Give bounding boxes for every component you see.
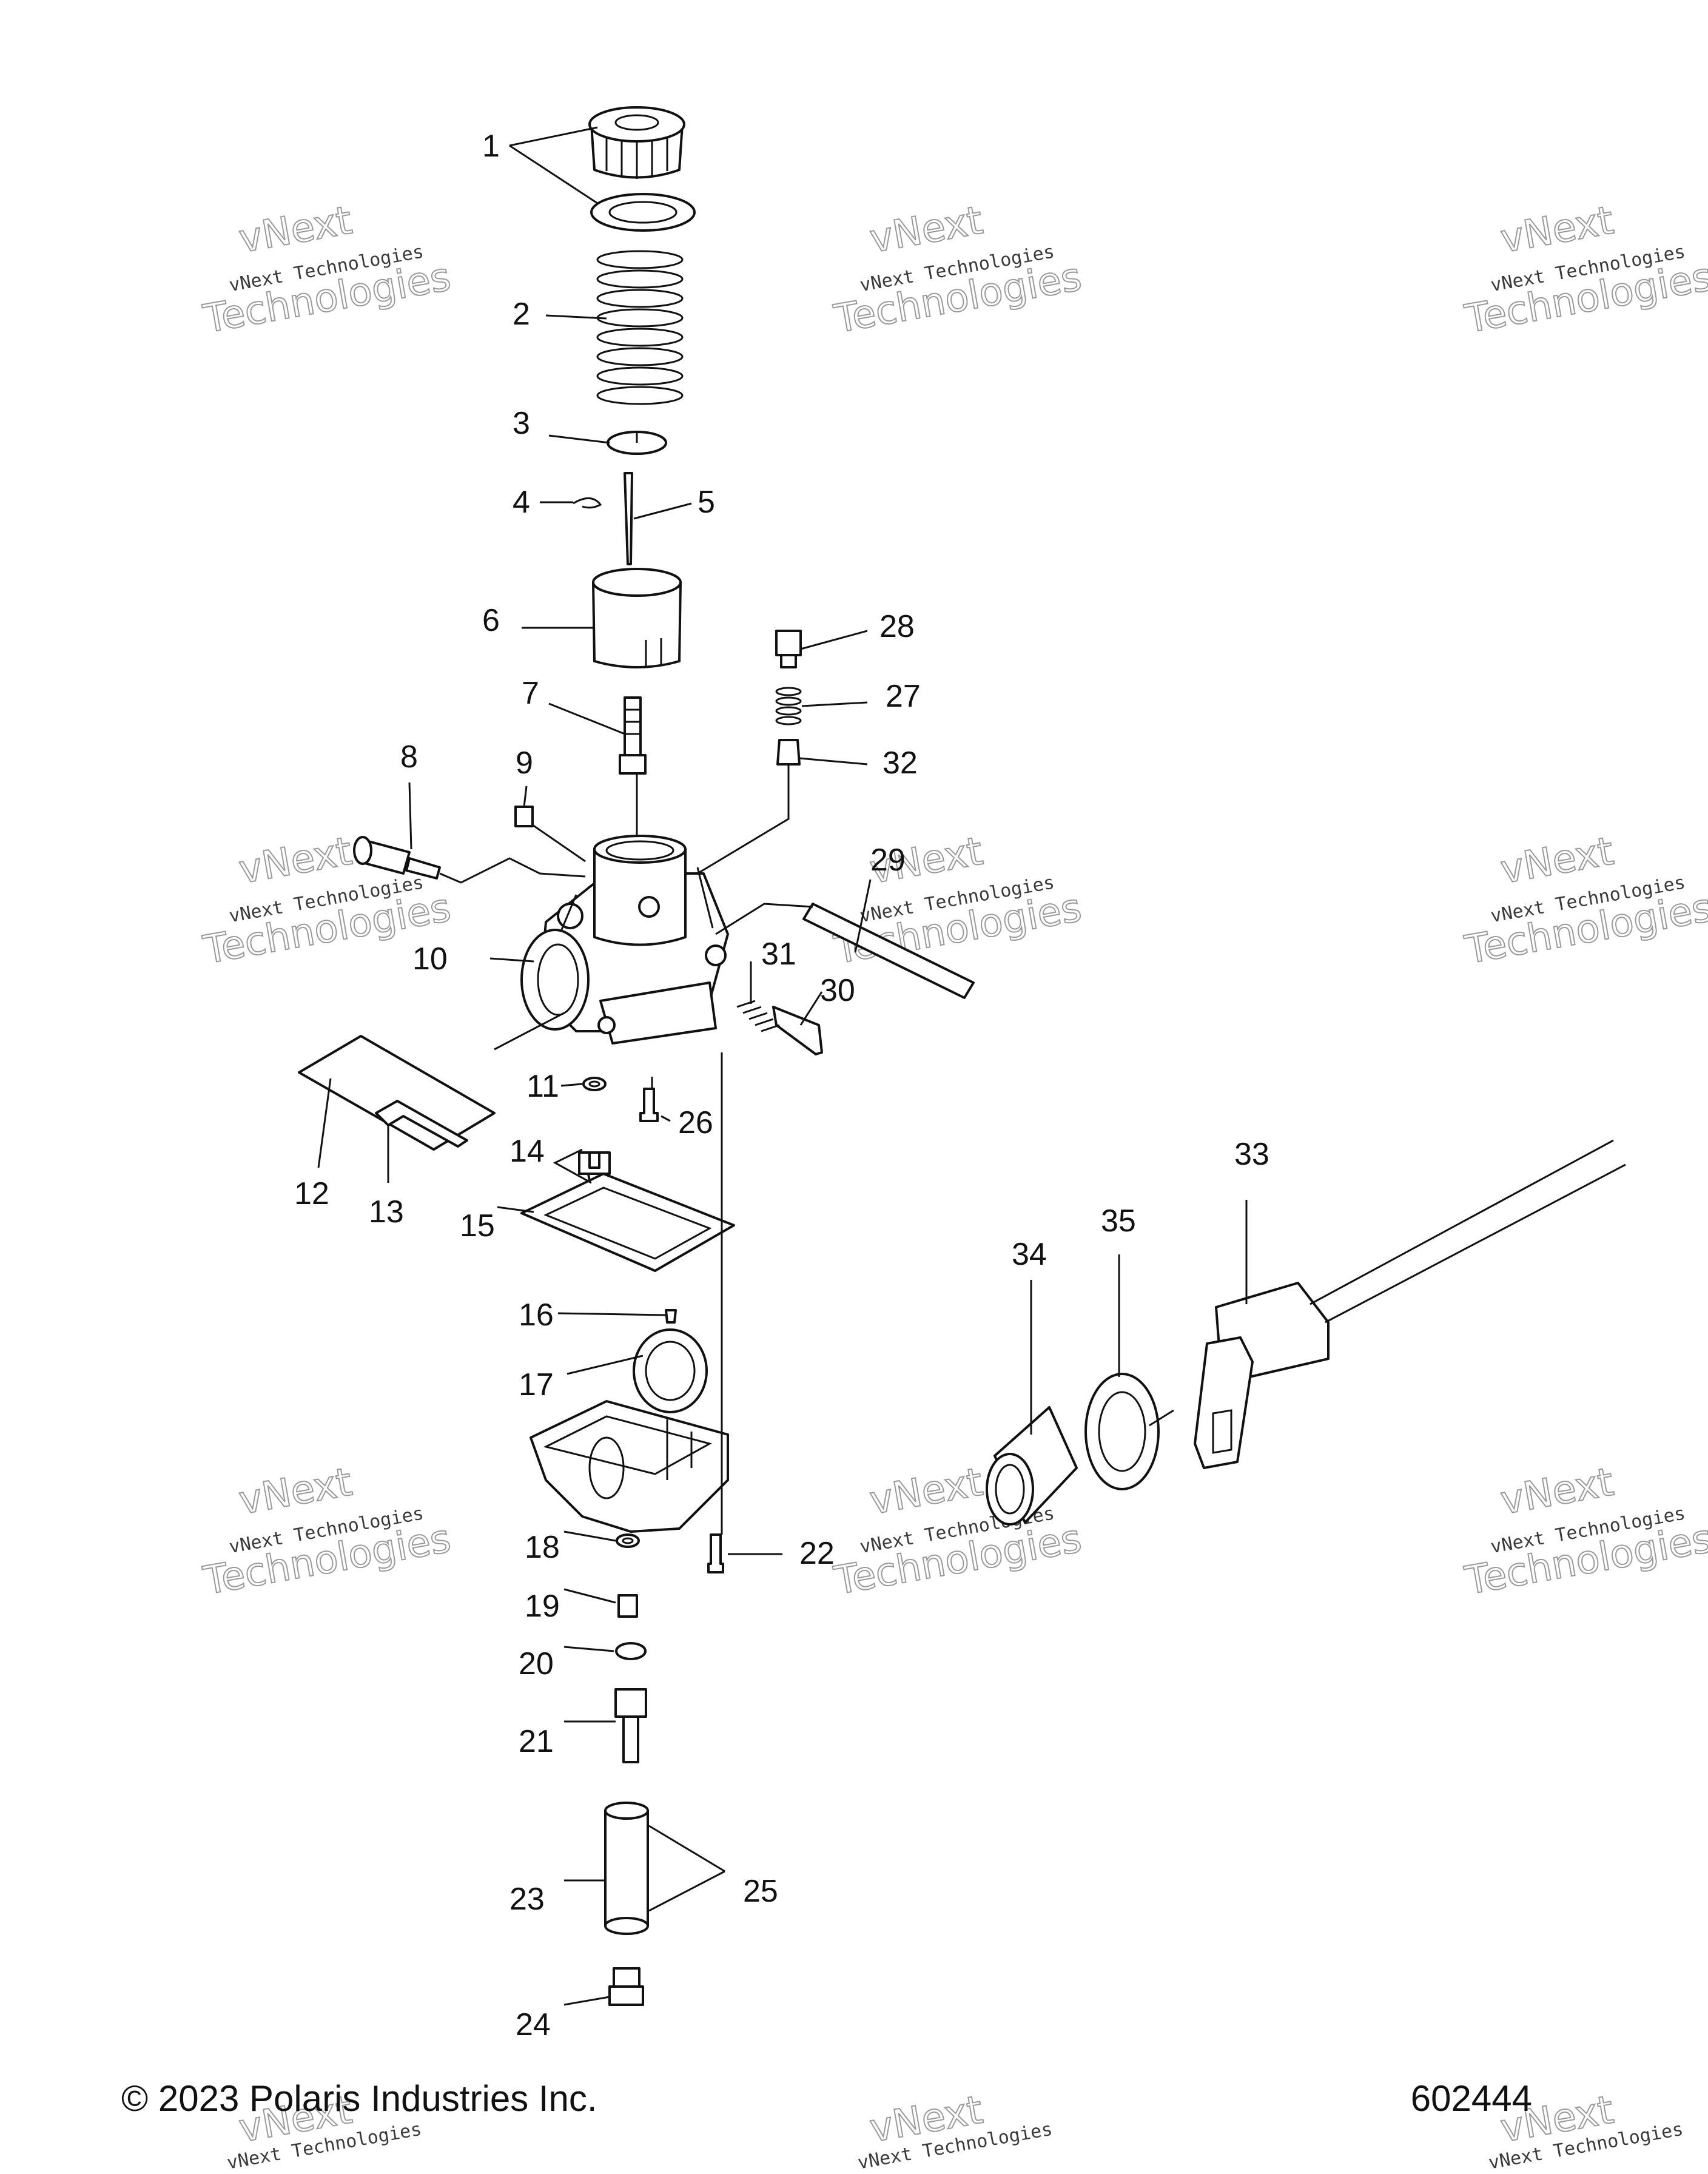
part-float [633, 1328, 708, 1413]
part-throttle-cable-assembly [1194, 1139, 1626, 1469]
diagram-number: 602444 [1410, 2078, 1532, 2119]
part-nut-fitting [775, 630, 802, 668]
part-screw-26 [639, 1088, 659, 1122]
callout-34: 34 [1012, 1237, 1047, 1272]
part-o-ring [615, 1642, 647, 1660]
watermark-big-1: vNext [236, 829, 355, 893]
callout-17: 17 [519, 1367, 554, 1402]
callout-21: 21 [519, 1724, 554, 1759]
part-drain-tube [604, 1802, 649, 1935]
callout-7: 7 [522, 676, 539, 711]
callout-14: 14 [509, 1134, 545, 1169]
watermarks: vNext vNext Technologies Technologies vN… [200, 198, 1708, 2174]
part-e-clip [573, 497, 602, 509]
part-starter-plunger [619, 696, 647, 775]
callout-33: 33 [1234, 1137, 1269, 1172]
part-toothed-washer [1084, 1373, 1160, 1490]
callout-10: 10 [412, 941, 448, 977]
callout-28: 28 [879, 609, 915, 644]
callout-26: 26 [678, 1105, 713, 1140]
part-main-jet [617, 1594, 638, 1618]
watermark: vNext vNext Technologies [856, 2087, 1054, 2174]
watermark-big-1: vNext [1498, 1460, 1617, 1524]
part-grip-ring [986, 1406, 1078, 1526]
callout-4: 4 [513, 485, 530, 520]
callout-11: 11 [526, 1069, 559, 1104]
callout-12: 12 [294, 1176, 329, 1211]
part-screw-22 [707, 1533, 724, 1573]
part-pilot-air-screw [772, 1006, 823, 1055]
callout-25: 25 [743, 1874, 778, 1909]
watermark-big-1: vNext [867, 198, 986, 262]
callout-1: 1 [482, 129, 500, 164]
callout-19: 19 [525, 1589, 560, 1624]
callout-22: 22 [799, 1536, 835, 1571]
part-plunger [776, 739, 801, 766]
watermark: vNext vNext Technologies Technologies [200, 1459, 455, 1605]
watermark: vNext vNext Technologies Technologies [830, 198, 1086, 343]
callout-9: 9 [516, 745, 533, 781]
callout-2: 2 [513, 297, 530, 332]
part-float-bowl [530, 1400, 729, 1533]
part-carburetor-body [520, 835, 729, 1045]
callout-15: 15 [460, 1208, 495, 1243]
part-pin [514, 806, 534, 827]
callout-29: 29 [870, 843, 906, 878]
watermark-big-1: vNext [236, 198, 355, 262]
callout-27: 27 [886, 679, 921, 714]
callout-31: 31 [761, 937, 796, 972]
watermark: vNext vNext Technologies Technologies [1461, 829, 1708, 974]
callout-5: 5 [698, 485, 715, 520]
part-washer-18 [616, 1533, 640, 1548]
watermark-big-1: vNext [867, 1460, 986, 1524]
part-cap [588, 106, 685, 179]
part-rod [802, 903, 975, 999]
part-washer-11 [582, 1077, 607, 1091]
watermark: vNext vNext Technologies Technologies [200, 198, 455, 343]
watermark: vNext vNext Technologies Technologies [830, 829, 1086, 974]
part-drain-fitting [608, 1967, 644, 2006]
part-pilot-spring [736, 1000, 780, 1032]
parts [298, 106, 1626, 2006]
watermark: vNext vNext Technologies Technologies [1461, 198, 1708, 343]
callout-32: 32 [883, 745, 918, 781]
copyright-notice: © 2023 Polaris Industries Inc. [121, 2078, 597, 2119]
watermark-big-1: vNext [1498, 198, 1617, 262]
part-retainer-plate [607, 431, 667, 455]
watermark-big-1: vNext [236, 1460, 355, 1524]
callout-35: 35 [1101, 1203, 1136, 1239]
leader-lines [317, 126, 1248, 2006]
part-screw-16 [665, 1309, 677, 1324]
watermark: vNext vNext Technologies Technologies [1461, 1459, 1708, 1605]
part-throttle-slide [592, 568, 682, 668]
part-jet-needle [624, 472, 633, 565]
callout-13: 13 [369, 1194, 404, 1230]
watermark-big-1: vNext [1498, 829, 1617, 893]
callout-16: 16 [519, 1297, 554, 1333]
part-small-spring [775, 687, 802, 725]
part-cap-washer [590, 193, 696, 232]
callout-6: 6 [482, 603, 500, 638]
callout-20: 20 [519, 1646, 554, 1681]
callout-18: 18 [525, 1530, 560, 1565]
part-spring [596, 250, 684, 405]
callout-numbers: 1 2 3 4 5 6 7 8 9 10 11 12 13 14 15 16 1… [294, 129, 1269, 2042]
part-needle-jet-holder [614, 1688, 647, 1763]
part-throttle-stop-screw [353, 836, 441, 880]
callout-24: 24 [516, 2007, 551, 2042]
callout-8: 8 [400, 739, 418, 775]
callout-3: 3 [513, 406, 530, 441]
callout-23: 23 [509, 1882, 545, 1917]
callout-30: 30 [820, 973, 855, 1008]
part-float-bowl-gasket [520, 1173, 735, 1272]
